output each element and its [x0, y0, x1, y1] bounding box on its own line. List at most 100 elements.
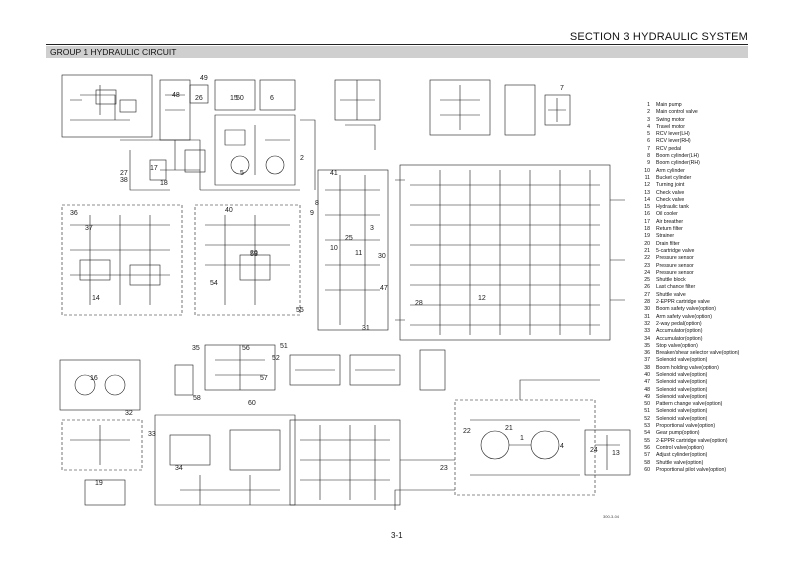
legend-number: 35: [644, 342, 650, 349]
legend-number: 40: [644, 371, 650, 378]
component-symbol: [129, 264, 161, 286]
solenoid-valve-box: [194, 204, 301, 316]
component-symbol: [584, 429, 631, 476]
legend-number: 28: [644, 299, 650, 306]
pump-symbol: [265, 155, 285, 175]
option-circuit-box: [61, 74, 153, 138]
legend-label: Pressure sensor: [656, 262, 694, 269]
callout-number: 52: [272, 355, 280, 362]
callout-number: 31: [362, 325, 370, 332]
legend-label: Solenoid valve(option): [656, 371, 708, 378]
callout-number: 50: [236, 95, 244, 102]
legend-number: 14: [644, 196, 650, 203]
solenoid-valve-box: [61, 204, 183, 316]
legend-label: Solenoid valve(option): [656, 408, 708, 415]
callout-number: 57: [260, 375, 268, 382]
callout-number: 2: [300, 155, 304, 162]
legend-number: 16: [644, 211, 650, 218]
legend-label: RCV lever(LH): [656, 131, 690, 138]
legend-number: 60: [644, 466, 650, 473]
component-symbol: [419, 349, 446, 391]
main-control-valve-body: [399, 164, 611, 341]
callout-number: 25: [345, 235, 353, 242]
legend-number: 50: [644, 401, 650, 408]
swing-motor-box: [59, 359, 141, 411]
component-symbol: [174, 364, 194, 396]
legend-label: Shuttle block: [656, 277, 686, 284]
legend-label: Stop valve(option): [656, 342, 698, 349]
callout-number: 58: [193, 395, 201, 402]
legend-label: Air breather: [656, 218, 684, 225]
legend-number: 12: [644, 182, 650, 189]
legend-label: Boom safety valve(option): [656, 306, 716, 313]
main-pump-symbol: [480, 430, 510, 460]
callout-number: 26: [195, 95, 203, 102]
callout-number: 24: [590, 447, 598, 454]
legend-number: 2: [647, 109, 650, 116]
legend-number: 17: [644, 218, 650, 225]
legend-label: Breaker/shear selector valve(option): [656, 350, 740, 357]
pump-symbol: [230, 155, 250, 175]
header-rule: [46, 44, 748, 45]
legend-number: 26: [644, 284, 650, 291]
component-symbol: [334, 79, 381, 121]
legend-label: Shuttle valve: [656, 291, 686, 298]
legend-number: 4: [647, 123, 650, 130]
legend-label: Last chance filter: [656, 284, 696, 291]
callout-number: 13: [612, 450, 620, 457]
callout-number: 34: [175, 465, 183, 472]
component-symbol: [149, 159, 167, 181]
component-symbol: [189, 84, 209, 104]
callout-number: 16: [90, 375, 98, 382]
callout-number: 10: [330, 245, 338, 252]
callout-number: 30: [378, 253, 386, 260]
legend-label: Arm safety valve(option): [656, 313, 712, 320]
component-symbol: [239, 254, 271, 281]
legend-number: 11: [644, 174, 650, 181]
callout-number: 11: [355, 250, 362, 257]
legend-number: 21: [644, 247, 650, 254]
legend-number: 33: [644, 328, 650, 335]
legend-number: 48: [644, 386, 650, 393]
legend-item: 17 Air breather: [638, 219, 758, 226]
callout-number: 8: [315, 200, 319, 207]
callout-number: 6: [270, 95, 274, 102]
legend-number: 47: [644, 379, 650, 386]
callout-number: 7: [560, 85, 564, 92]
callout-number: 36: [70, 210, 78, 217]
legend-label: Boom cylinder(RH): [656, 160, 700, 167]
legend-item: 26 Last chance filter: [638, 284, 758, 291]
legend-number: 52: [644, 415, 650, 422]
callout-number: 48: [172, 92, 180, 99]
callout-number: 38: [120, 177, 128, 184]
legend-label: Adjust cylinder(option): [656, 452, 708, 459]
legend-label: Check valve: [656, 189, 685, 196]
callout-number: 54: [210, 280, 218, 287]
legend-number: 38: [644, 364, 650, 371]
legend-number: 22: [644, 255, 650, 262]
legend-number: 54: [644, 430, 650, 437]
legend-item: 4 Travel motor: [638, 124, 758, 131]
legend-label: Travel motor: [656, 123, 685, 130]
legend-number: 37: [644, 357, 650, 364]
legend-number: 7: [647, 145, 650, 152]
legend-number: 9: [647, 160, 650, 167]
legend-label: 2-way pedal(option): [656, 320, 702, 327]
callout-number: 53: [250, 251, 258, 258]
callout-number: 22: [463, 428, 471, 435]
legend-label: Solenoid valve(option): [656, 357, 708, 364]
legend-number: 53: [644, 423, 650, 430]
